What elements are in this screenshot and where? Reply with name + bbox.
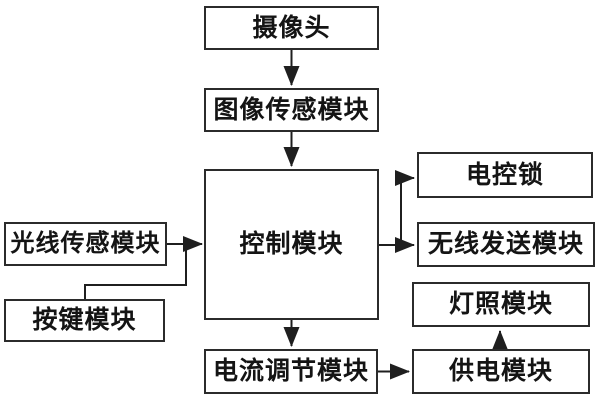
node-wireless-label: 无线发送模块 xyxy=(427,231,584,258)
node-power: 供电模块 xyxy=(412,349,590,394)
node-lock-label: 电控锁 xyxy=(465,161,544,189)
node-current: 电流调节模块 xyxy=(204,349,378,394)
node-image-sensor: 图像传感模块 xyxy=(204,88,379,132)
node-lighting-label: 灯照模块 xyxy=(448,291,553,318)
node-lighting: 灯照模块 xyxy=(412,282,590,327)
node-image-sensor-label: 图像传感模块 xyxy=(213,96,370,124)
node-current-label: 电流调节模块 xyxy=(212,358,369,385)
node-camera-label: 摄像头 xyxy=(252,14,331,42)
edge-control-to-lock xyxy=(395,170,415,245)
node-light-sensor: 光线传感模块 xyxy=(4,222,167,266)
node-control-label: 控制模块 xyxy=(239,231,344,258)
node-control: 控制模块 xyxy=(204,169,379,320)
node-lock: 电控锁 xyxy=(417,152,593,198)
node-light-sensor-label: 光线传感模块 xyxy=(10,231,161,257)
node-button: 按键模块 xyxy=(4,299,165,342)
node-wireless: 无线发送模块 xyxy=(417,222,595,267)
edge-button-to-control xyxy=(84,245,187,299)
node-power-label: 供电模块 xyxy=(448,358,553,385)
node-button-label: 按键模块 xyxy=(32,307,137,334)
node-camera: 摄像头 xyxy=(204,6,379,50)
